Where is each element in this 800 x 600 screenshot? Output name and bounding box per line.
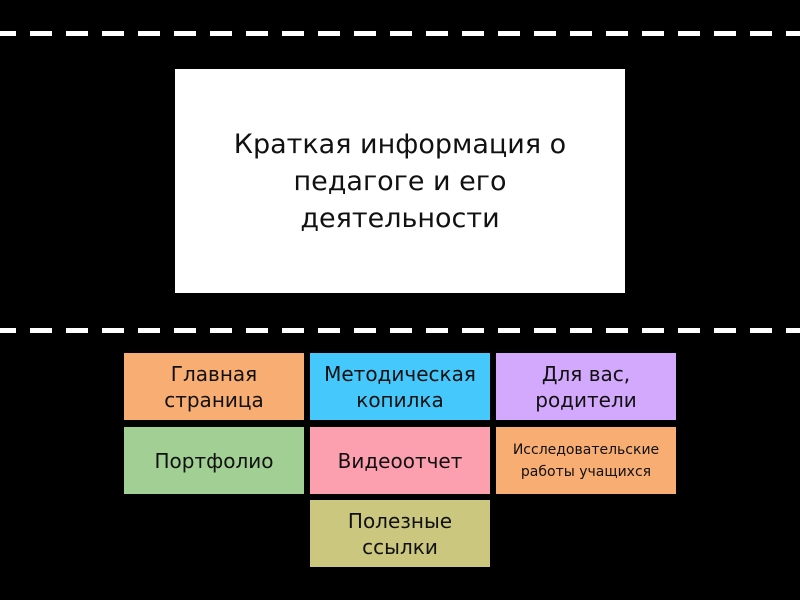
student-research-button[interactable]: Исследовательские работы учащихся xyxy=(496,427,676,494)
video-report-button[interactable]: Видеоотчет xyxy=(310,427,490,494)
methodical-collection-button[interactable]: Методическая копилка xyxy=(310,353,490,420)
for-parents-button[interactable]: Для вас, родители xyxy=(496,353,676,420)
useful-links-button[interactable]: Полезные ссылки xyxy=(310,500,490,567)
dashed-divider-top xyxy=(0,31,800,36)
title-card: Краткая информация о педагоге и его деят… xyxy=(175,69,625,293)
dashed-divider-bottom xyxy=(0,328,800,333)
home-page-button[interactable]: Главная страница xyxy=(124,353,304,420)
title-text: Краткая информация о педагоге и его деят… xyxy=(233,128,567,234)
portfolio-button[interactable]: Портфолио xyxy=(124,427,304,494)
